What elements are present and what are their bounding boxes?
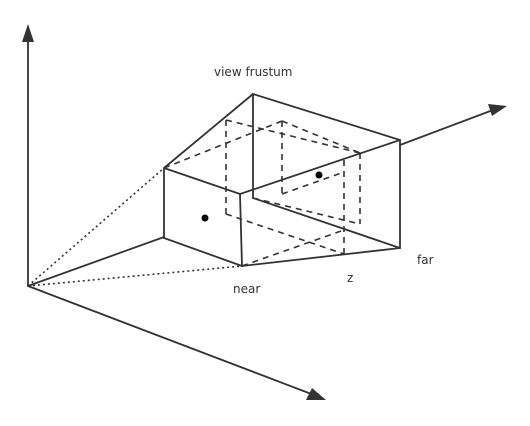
vertical-axis-arrowhead-icon	[22, 24, 34, 42]
near-label: near	[233, 282, 260, 296]
near-face-edge-right	[239, 193, 243, 267]
view-frustum-label: view frustum	[214, 65, 292, 79]
z-axis-segment-beyond-far	[399, 109, 494, 146]
far-point	[315, 171, 323, 179]
z-axis-label: z	[347, 271, 353, 285]
frustum-edge-bottom-right	[241, 247, 401, 267]
projection-lines	[27, 167, 243, 287]
axes	[22, 24, 507, 400]
dashed-edge-upper-right	[281, 120, 361, 154]
frustum-edge-top-left	[163, 93, 254, 169]
near-face-edge-top	[163, 167, 241, 195]
dashed-edge-lower	[225, 213, 345, 255]
far-face-edge-bottom	[252, 197, 401, 249]
intermediate-dashed-box	[163, 119, 361, 267]
z-axis-segment-origin-to-near	[27, 236, 165, 287]
dashed-edge-upper	[225, 119, 361, 154]
frustum-solid-edges	[163, 93, 401, 267]
dashed-edge-lower-back	[252, 197, 361, 225]
frustum-edge-top-right	[239, 139, 401, 195]
dashed-edge-bottom-diagonal	[241, 229, 345, 267]
z-axis-arrowhead-icon	[488, 104, 507, 116]
dashed-edge-inner-right	[281, 171, 345, 195]
horizontal-axis	[27, 285, 315, 396]
horizontal-axis-arrowhead-icon	[306, 388, 326, 400]
far-face-edge-top	[252, 93, 401, 141]
projection-line-top	[27, 167, 165, 287]
near-face-edge-bottom	[163, 237, 243, 267]
projection-line-bottom	[27, 265, 243, 287]
far-label: far	[417, 253, 434, 267]
dashed-edge-top-diagonal	[163, 120, 283, 169]
near-point	[201, 214, 209, 222]
